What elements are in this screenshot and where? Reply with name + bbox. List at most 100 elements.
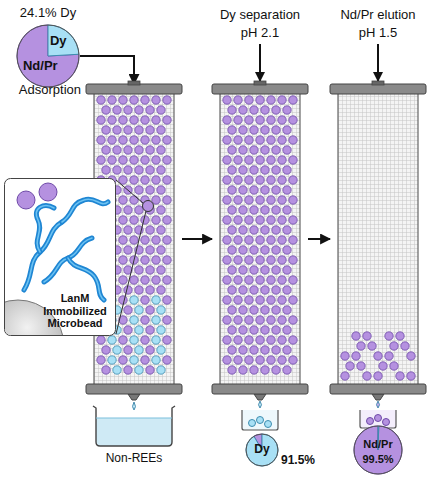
resin-bead [135, 106, 143, 114]
resin-bead [250, 366, 258, 374]
resin-bead [234, 196, 242, 204]
pie-slice [354, 426, 402, 474]
resin-bead [234, 216, 242, 224]
resin-bead [130, 336, 138, 344]
resin-bead [130, 196, 138, 204]
resin-bead [267, 196, 275, 204]
resin-bead [108, 336, 116, 344]
column-cap [330, 84, 426, 94]
resin-bead [152, 236, 160, 244]
resin-bead [130, 136, 138, 144]
resin-bead [146, 246, 154, 254]
resin-bead [113, 106, 121, 114]
beaker-liquid [96, 418, 172, 446]
resin-bead [283, 246, 291, 254]
resin-bead [119, 276, 127, 284]
resin-bead [119, 256, 127, 264]
resin-bead [141, 276, 149, 284]
resin-bead [396, 372, 404, 380]
resin-bead [124, 226, 132, 234]
resin-bead [256, 356, 264, 364]
resin-bead [352, 332, 360, 340]
resin-bead [102, 126, 110, 134]
resin-bead [357, 362, 365, 370]
cap-inlet [128, 81, 140, 85]
resin-bead [239, 166, 247, 174]
node-label: pH 1.5 [359, 26, 397, 41]
resin-bead [113, 166, 121, 174]
resin-bead [385, 352, 393, 360]
resin-bead [124, 306, 132, 314]
resin-bead [283, 126, 291, 134]
resin-bead [119, 116, 127, 124]
resin-bead [261, 106, 269, 114]
resin-bead [223, 276, 231, 284]
resin-bead [223, 96, 231, 104]
resin-bead [141, 156, 149, 164]
resin-bead [223, 256, 231, 264]
resin-bead [250, 206, 258, 214]
resin-bead [341, 372, 349, 380]
resin-bead [250, 186, 258, 194]
resin-bead [157, 146, 165, 154]
column-cap [330, 384, 426, 394]
resin-bead [272, 326, 280, 334]
resin-bead [374, 372, 382, 380]
resin-bead [250, 226, 258, 234]
pie-chart: 24.1% DyDyNd/Pr [16, 24, 80, 88]
resin-bead [267, 336, 275, 344]
resin-bead [283, 226, 291, 234]
resin-bead [239, 326, 247, 334]
resin-bead [157, 106, 165, 114]
resin-bead [239, 126, 247, 134]
resin-bead [245, 276, 253, 284]
resin-bead [141, 176, 149, 184]
resin-bead [157, 286, 165, 294]
resin-bead [396, 332, 404, 340]
pie-chart-art [353, 425, 403, 475]
resin-bead [135, 226, 143, 234]
flow-arrow [308, 238, 330, 240]
resin-bead [357, 342, 365, 350]
resin-bead [239, 226, 247, 234]
resin-bead [267, 236, 275, 244]
resin-bead [245, 316, 253, 324]
resin-bead [278, 316, 286, 324]
resin-bead [283, 166, 291, 174]
column-cap [212, 384, 308, 394]
resin-bead [363, 372, 371, 380]
resin-bead [124, 346, 132, 354]
resin-bead [228, 286, 236, 294]
resin-bead [157, 246, 165, 254]
resin-bead [272, 186, 280, 194]
resin-bead [289, 296, 297, 304]
resin-bead [289, 136, 297, 144]
resin-bead [119, 356, 127, 364]
resin-bead [135, 266, 143, 274]
resin-bead [283, 146, 291, 154]
resin-bead [157, 186, 165, 194]
resin-bead [223, 236, 231, 244]
column-cap [212, 84, 308, 94]
resin-bead [124, 146, 132, 154]
resin-bead [130, 276, 138, 284]
resin-bead [130, 316, 138, 324]
resin-bead [267, 256, 275, 264]
resin-bead [267, 216, 275, 224]
resin-bead [135, 346, 143, 354]
resin-bead [289, 336, 297, 344]
resin-bead [261, 126, 269, 134]
resin-bead [163, 316, 171, 324]
resin-bead [130, 156, 138, 164]
resin-bead [141, 136, 149, 144]
resin-bead [152, 316, 160, 324]
resin-bead [234, 96, 242, 104]
resin-bead [256, 316, 264, 324]
resin-bead [157, 126, 165, 134]
pie-slice [246, 434, 278, 466]
resin-bead [245, 256, 253, 264]
resin-bead [130, 96, 138, 104]
resin-bead [267, 136, 275, 144]
resin-bead [124, 286, 132, 294]
